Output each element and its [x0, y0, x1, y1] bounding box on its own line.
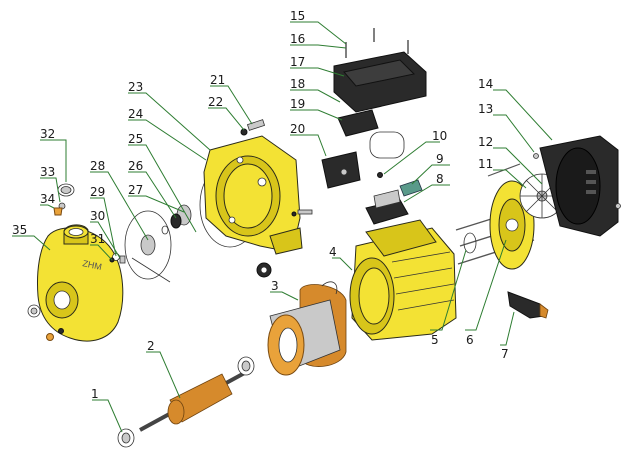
- label-6: 6: [466, 333, 474, 347]
- label-23: 23: [128, 80, 143, 94]
- impeller-plate: [124, 210, 172, 283]
- rotor-shaft: [117, 356, 255, 448]
- motor-bracket: [203, 135, 303, 255]
- cap-bracket-19: [337, 109, 379, 137]
- label-25: 25: [128, 132, 143, 146]
- label-18: 18: [290, 77, 305, 91]
- seal-27: [170, 213, 182, 229]
- label-2: 2: [147, 339, 155, 353]
- terminal-box-cover: [333, 51, 427, 113]
- clip-9: [399, 179, 423, 197]
- screw-13: [533, 153, 539, 159]
- label-35: 35: [12, 223, 27, 237]
- label-4: 4: [329, 245, 337, 259]
- label-20: 20: [290, 122, 305, 136]
- label-21: 21: [210, 73, 225, 87]
- label-7: 7: [501, 347, 509, 361]
- stator: [267, 281, 347, 376]
- bolt-21: [246, 119, 266, 131]
- label-16: 16: [290, 32, 305, 46]
- label-3: 3: [271, 279, 279, 293]
- label-15: 15: [290, 9, 305, 23]
- label-13: 13: [478, 102, 493, 116]
- capacitor: [369, 131, 405, 159]
- fan-cover: [539, 135, 619, 237]
- label-9: 9: [436, 152, 444, 166]
- label-12: 12: [478, 135, 493, 149]
- label-33: 33: [40, 165, 55, 179]
- label-22: 22: [208, 95, 223, 109]
- pump-casing: ZHM: [27, 224, 124, 342]
- part-labels: 1 2 3 4 5 6 7 8 9 10 11 12 13 14 15 16 1…: [12, 9, 509, 401]
- label-27: 27: [128, 183, 143, 197]
- label-31: 31: [90, 232, 105, 246]
- screw: [297, 209, 313, 215]
- end-shield: [455, 163, 535, 270]
- label-14: 14: [478, 77, 493, 91]
- label-29: 29: [90, 185, 105, 199]
- label-28: 28: [90, 159, 105, 173]
- label-34: 34: [40, 192, 55, 206]
- label-26: 26: [128, 159, 143, 173]
- label-8: 8: [436, 172, 444, 186]
- label-1: 1: [91, 387, 99, 401]
- brand-logo: ZHM: [82, 258, 103, 272]
- motor-housing: [349, 219, 457, 341]
- plug-34: [53, 207, 63, 216]
- label-19: 19: [290, 97, 305, 111]
- label-24: 24: [128, 107, 143, 121]
- label-17: 17: [290, 55, 305, 69]
- label-11: 11: [478, 157, 493, 171]
- screw-10: [377, 172, 383, 178]
- leader-lines: [12, 21, 553, 433]
- label-10: 10: [432, 129, 447, 143]
- cable-gland: [507, 291, 549, 319]
- label-32: 32: [40, 127, 55, 141]
- label-30: 30: [90, 209, 105, 223]
- label-5: 5: [431, 333, 439, 347]
- switch-20: [321, 151, 361, 189]
